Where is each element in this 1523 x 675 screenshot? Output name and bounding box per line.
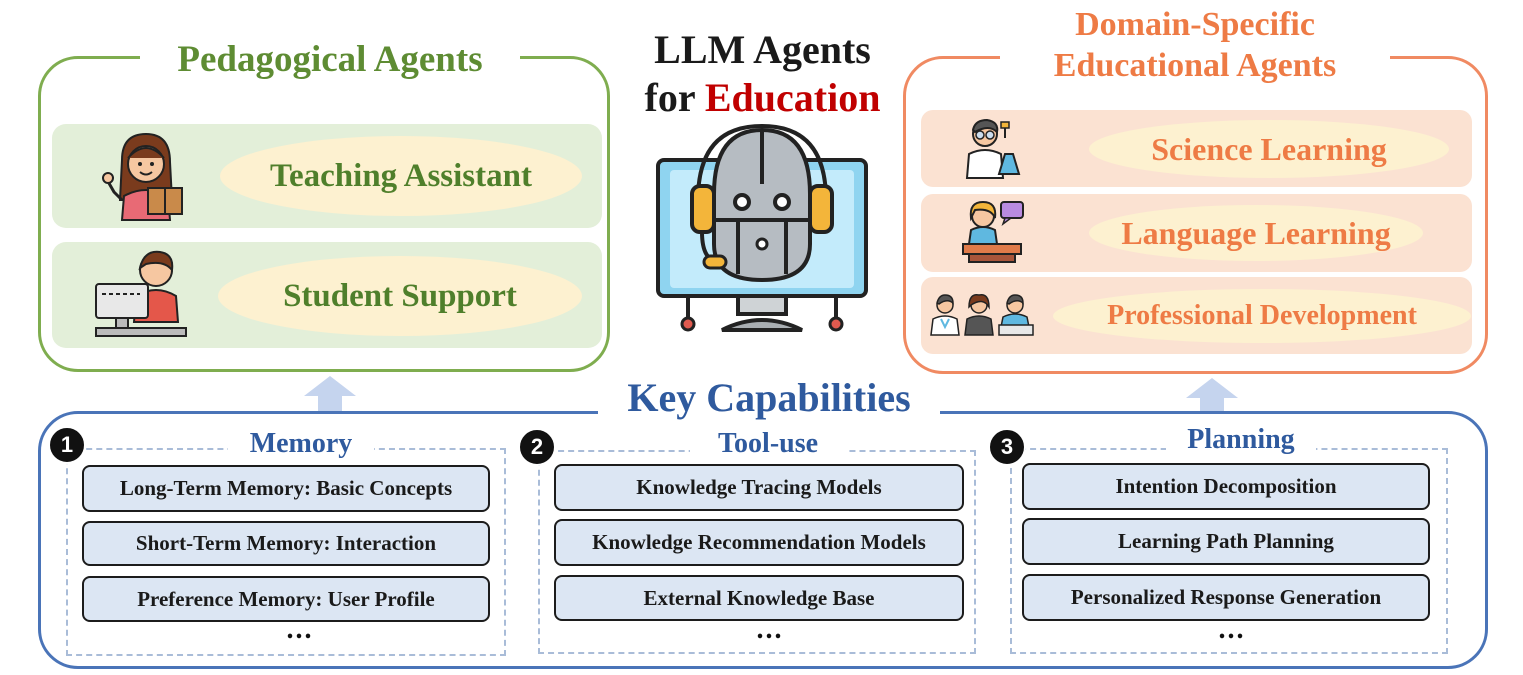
language-learning-label: Language Learning <box>1089 205 1423 261</box>
science-learning-row: Science Learning <box>921 110 1472 187</box>
planning-item-personalized-response: Personalized Response Generation <box>1022 574 1430 621</box>
memory-title: Memory <box>228 428 374 462</box>
tool-item-external-knowledge: External Knowledge Base <box>554 575 964 621</box>
arrow-up-right-icon <box>1186 378 1238 414</box>
domain-title-line2: Educational Agents <box>1053 47 1337 84</box>
main-title-line1: LLM Agents <box>654 27 871 72</box>
number-badge-2: 2 <box>518 428 556 466</box>
tool-use-title: Tool-use <box>690 428 846 462</box>
teaching-assistant-row: Teaching Assistant <box>52 124 602 228</box>
language-teacher-icon <box>962 200 1024 263</box>
memory-item-long-term: Long-Term Memory: Basic Concepts <box>82 465 490 512</box>
main-title-prefix: for <box>644 75 695 120</box>
student-support-label: Student Support <box>218 256 582 336</box>
language-learning-row: Language Learning <box>921 194 1472 272</box>
main-title: LLM Agents for Education <box>620 26 905 122</box>
student-support-row: Student Support <box>52 242 602 348</box>
arrow-up-left-icon <box>304 376 356 412</box>
scientist-icon <box>965 118 1021 179</box>
domain-title-line1: Domain-Specific <box>1075 6 1315 43</box>
memory-item-short-term: Short-Term Memory: Interaction <box>82 521 490 566</box>
professionals-icon <box>930 294 1034 336</box>
capabilities-title: Key Capabilities <box>598 374 940 422</box>
pedagogical-title: Pedagogical Agents <box>140 38 520 82</box>
teacher-icon <box>102 132 183 221</box>
planning-title: Planning <box>1166 424 1316 458</box>
number-badge-1: 1 <box>48 426 86 464</box>
memory-more-ellipsis: ... <box>286 614 314 645</box>
teaching-assistant-label: Teaching Assistant <box>220 136 582 216</box>
memory-item-preference: Preference Memory: User Profile <box>82 576 490 622</box>
planning-item-learning-path: Learning Path Planning <box>1022 518 1430 565</box>
planning-more-ellipsis: ... <box>1218 614 1246 645</box>
main-title-highlight: Education <box>704 75 881 120</box>
tool-use-more-ellipsis: ... <box>756 614 784 645</box>
ai-monitor-icon <box>656 124 868 332</box>
professional-development-row: Professional Development <box>921 277 1472 354</box>
tool-item-knowledge-tracing: Knowledge Tracing Models <box>554 464 964 511</box>
number-badge-3: 3 <box>988 428 1026 466</box>
science-learning-label: Science Learning <box>1089 120 1449 178</box>
domain-title: Domain-Specific Educational Agents <box>1000 4 1390 86</box>
planning-item-intention: Intention Decomposition <box>1022 463 1430 510</box>
professional-development-label: Professional Development <box>1053 289 1471 343</box>
tool-item-knowledge-recommendation: Knowledge Recommendation Models <box>554 519 964 566</box>
student-computer-icon <box>95 250 187 337</box>
